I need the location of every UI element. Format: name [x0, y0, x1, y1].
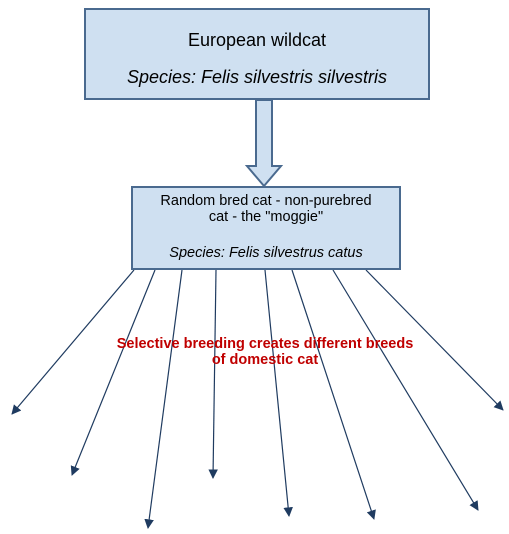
- mid-box-title: Random bred cat - non-purebred cat - the…: [133, 193, 399, 225]
- block-arrow-down: [244, 99, 284, 188]
- breed-arrow-6: [291, 269, 376, 520]
- breed-arrow-1: [11, 269, 135, 415]
- breed-arrow-2: [70, 269, 156, 476]
- breed-arrow-8: [365, 269, 504, 411]
- mid-box-species: Species: Felis silvestrus catus: [169, 245, 363, 261]
- breed-arrow-7: [332, 269, 479, 511]
- mid-box-title-line2: cat - the "moggie": [208, 209, 324, 225]
- caption-line2: of domestic cat: [211, 352, 319, 368]
- caption-line1: Selective breeding creates different bre…: [116, 336, 414, 352]
- breed-arrow-5: [264, 269, 293, 517]
- random-bred-cat-box: Random bred cat - non-purebred cat - the…: [131, 186, 401, 270]
- breed-arrow-3: [144, 269, 183, 529]
- european-wildcat-box: European wildcat Species: Felis silvestr…: [84, 8, 430, 100]
- mid-box-title-line1: Random bred cat - non-purebred: [160, 193, 372, 209]
- breed-arrow-4: [208, 269, 218, 479]
- selective-breeding-caption: Selective breeding creates different bre…: [90, 336, 440, 368]
- top-box-title: European wildcat: [187, 30, 327, 50]
- top-box-species: Species: Felis silvestris silvestris: [126, 67, 388, 87]
